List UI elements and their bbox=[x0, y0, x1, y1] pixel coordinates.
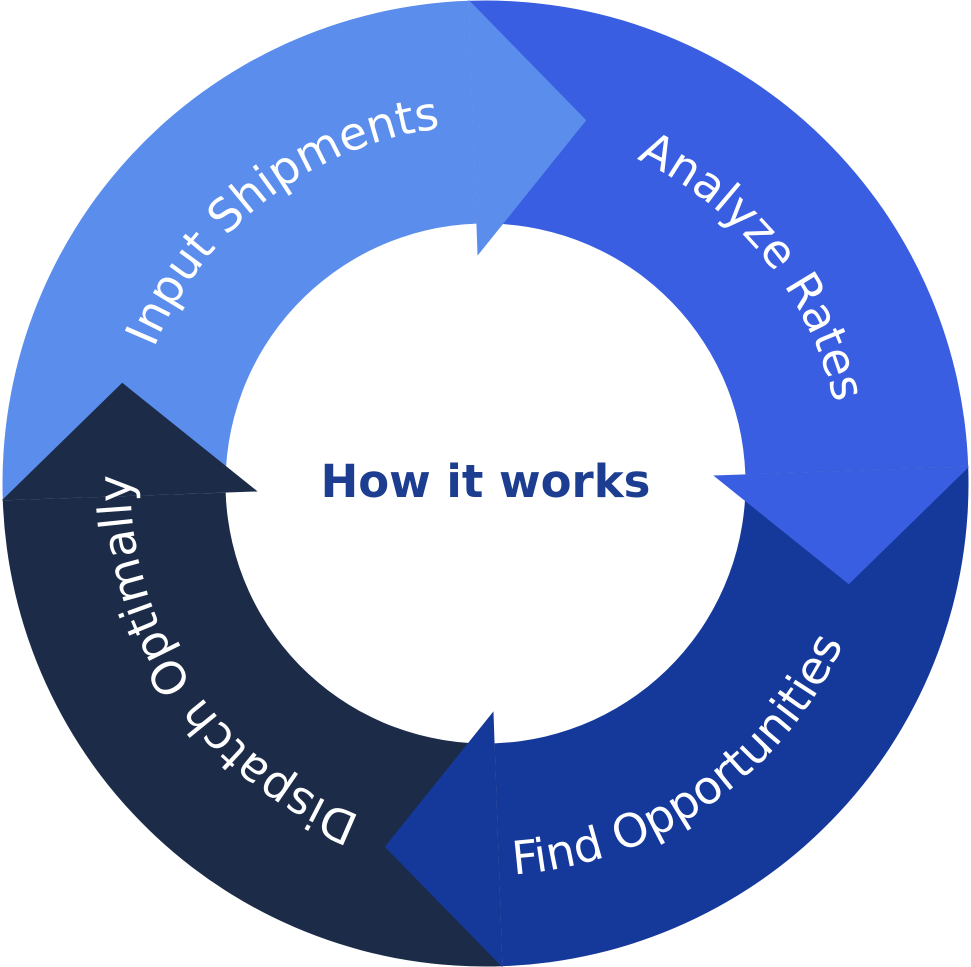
input-shipments-arrowhead bbox=[468, 0, 587, 256]
dispatch-optimally-arc bbox=[2, 492, 503, 967]
analyze-rates-arrowhead bbox=[713, 466, 970, 585]
find-opportunities-arrowhead bbox=[384, 711, 503, 967]
find-opportunities-arc bbox=[494, 466, 969, 967]
analyze-rates-arc bbox=[468, 0, 969, 475]
input-shipments-arc bbox=[2, 0, 477, 501]
dispatch-optimally-arrowhead bbox=[1, 382, 258, 501]
diagram-title: How it works bbox=[321, 455, 651, 508]
